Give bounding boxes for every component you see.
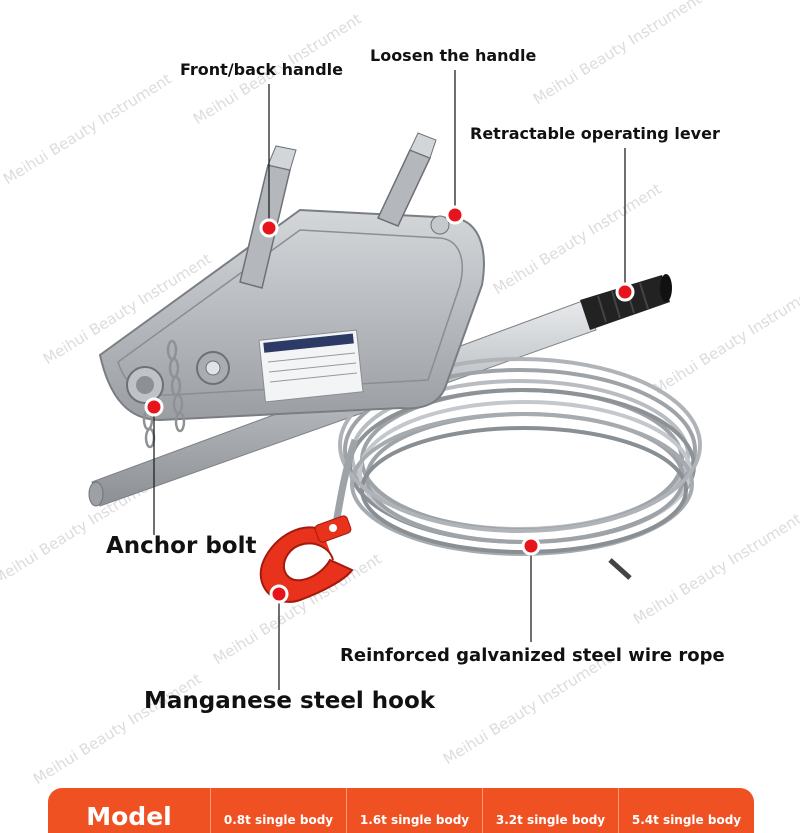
callout-lines xyxy=(153,70,626,690)
label-anchor-bolt: Anchor bolt xyxy=(106,533,257,559)
model-option[interactable]: 5.4t single body xyxy=(618,788,754,833)
marker-hook xyxy=(269,584,289,604)
model-option[interactable]: 0.8t single body xyxy=(210,788,346,833)
label-wire-rope: Reinforced galvanized steel wire rope xyxy=(340,645,725,666)
label-hook: Manganese steel hook xyxy=(144,688,436,714)
anchor-chain xyxy=(142,339,186,449)
model-option[interactable]: 1.6t single body xyxy=(346,788,482,833)
manganese-hook xyxy=(259,515,354,603)
marker-wire-rope xyxy=(521,536,541,556)
label-loosen-handle: Loosen the handle xyxy=(370,46,537,65)
marker-loosen-handle xyxy=(445,205,465,225)
callout-markers xyxy=(144,205,635,604)
model-label: Model xyxy=(86,802,172,831)
label-front-back-handle: Front/back handle xyxy=(180,60,343,79)
model-option[interactable]: 3.2t single body xyxy=(482,788,618,833)
label-retractable-lever: Retractable operating lever xyxy=(470,124,720,143)
marker-front-back-handle xyxy=(259,218,279,238)
model-options: 0.8t single body 1.6t single body 3.2t s… xyxy=(210,788,754,833)
puller-body xyxy=(98,208,485,422)
marker-operating-lever xyxy=(615,282,635,302)
marker-anchor-bolt xyxy=(144,397,164,417)
model-bar: Model 0.8t single body 1.6t single body … xyxy=(48,788,754,833)
